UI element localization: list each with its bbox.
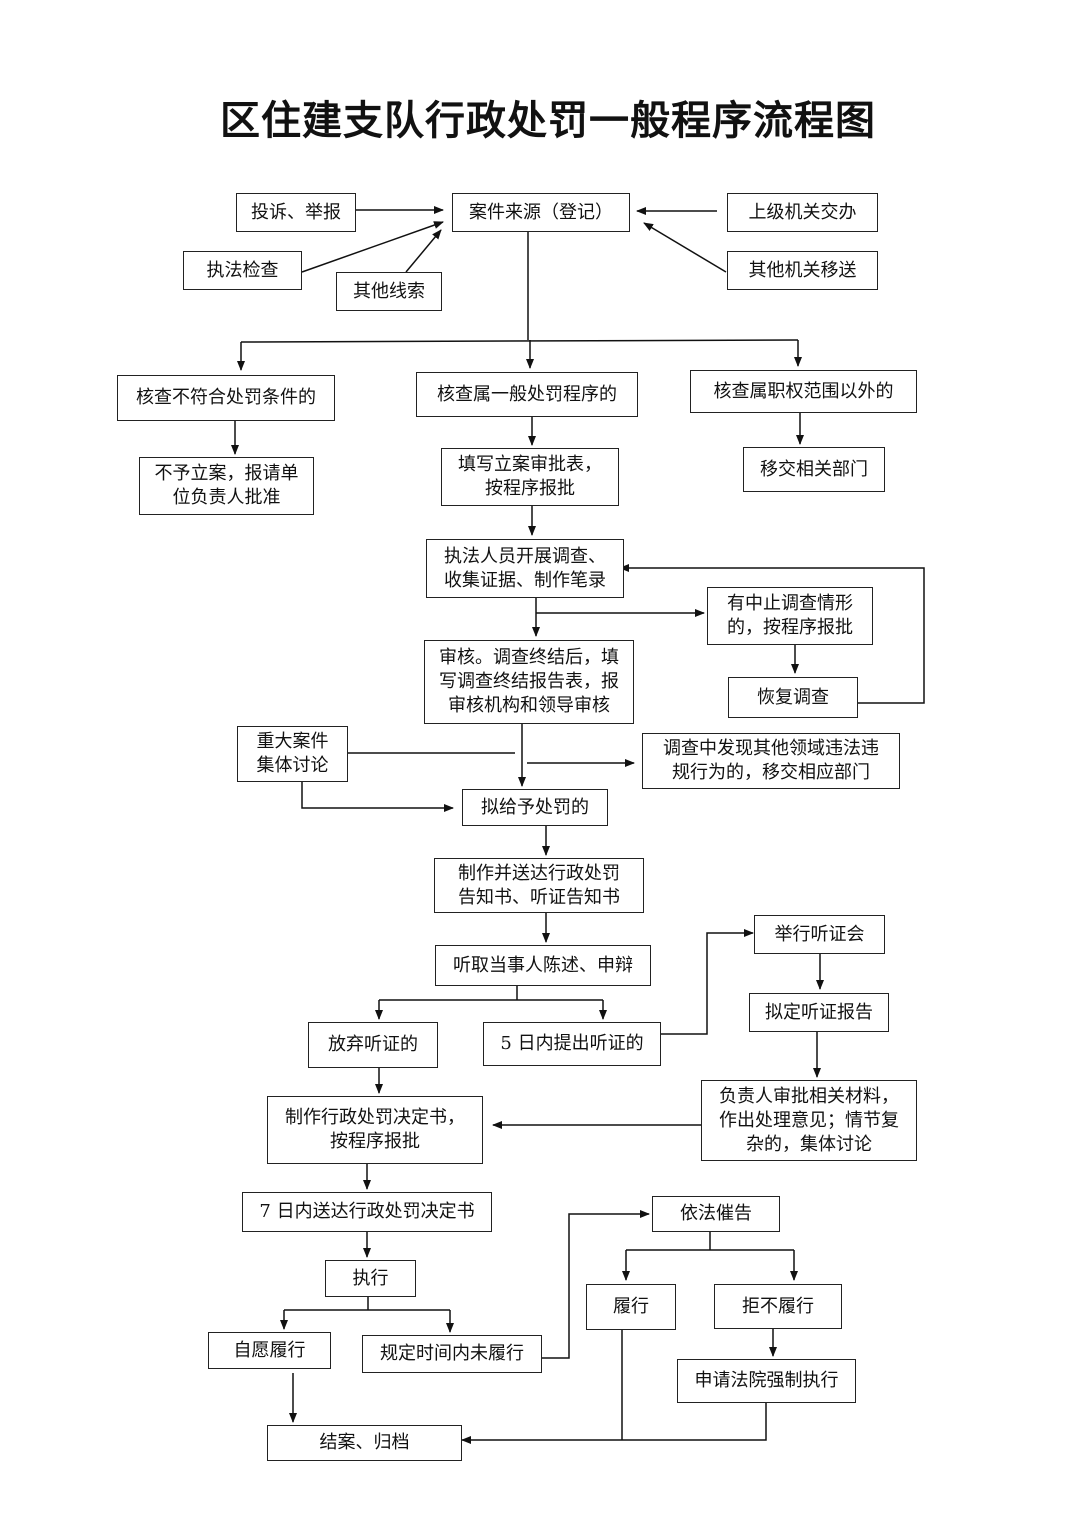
other-agency-transfer: 其他机关移送 [727, 251, 878, 290]
penalty-decision: 制作行政处罚决定书， 按程序报批 [267, 1096, 483, 1164]
transfer-to-department: 移交相关部门 [743, 447, 885, 492]
other-clues: 其他线索 [336, 272, 442, 311]
perform: 履行 [586, 1284, 676, 1330]
other-violation-transfer: 调查中发现其他领域违法违 规行为的，移交相应部门 [642, 733, 900, 789]
penalty-notice: 制作并送达行政处罚 告知书、听证告知书 [434, 858, 644, 913]
intend-to-penalize: 拟给予处罚的 [462, 789, 608, 826]
court-enforcement: 申请法院强制执行 [677, 1359, 856, 1403]
conduct-investigation: 执法人员开展调查、 收集证据、制作笔录 [426, 539, 624, 598]
hold-hearing: 举行听证会 [754, 915, 885, 954]
voluntary-performance: 自愿履行 [208, 1332, 331, 1369]
overdue-not-performed: 规定时间内未履行 [362, 1335, 542, 1373]
refuse-to-perform: 拒不履行 [714, 1284, 842, 1329]
page-title: 区住建支队行政处罚一般程序流程图 [220, 97, 876, 144]
close-and-archive: 结案、归档 [267, 1425, 462, 1461]
major-case-discussion: 重大案件 集体讨论 [237, 726, 348, 782]
no-filing-approval: 不予立案，报请单 位负责人批准 [139, 457, 314, 515]
deliver-decision-7days: 7 日内送达行政处罚决定书 [242, 1192, 492, 1232]
hear-statement-defense: 听取当事人陈述、申辩 [435, 945, 651, 986]
suspend-investigation: 有中止调查情形 的，按程序报批 [707, 587, 873, 645]
resume-investigation: 恢复调查 [728, 677, 858, 718]
fill-filing-form: 填写立案审批表， 按程序报批 [441, 448, 619, 506]
legal-urging: 依法催告 [652, 1196, 780, 1232]
complaint-report: 投诉、举报 [236, 193, 356, 232]
general-procedure-check: 核查属一般处罚程序的 [416, 372, 638, 417]
hearing-report: 拟定听证报告 [749, 993, 889, 1032]
law-enforcement-inspection: 执法检查 [183, 251, 302, 290]
not-meet-penalty-conditions: 核查不符合处罚条件的 [117, 375, 335, 421]
waive-hearing: 放弃听证的 [308, 1022, 438, 1068]
superior-assignment: 上级机关交办 [727, 193, 878, 232]
execute: 执行 [325, 1260, 416, 1297]
outside-jurisdiction: 核查属职权范围以外的 [690, 370, 917, 413]
review-audit: 审核。调查终结后，填 写调查终结报告表，报 审核机构和领导审核 [424, 640, 634, 724]
case-source-registration: 案件来源（登记） [452, 193, 630, 232]
request-hearing-5days: 5 日内提出听证的 [483, 1022, 661, 1066]
leader-review: 负责人审批相关材料， 作出处理意见；情节复 杂的，集体讨论 [701, 1080, 917, 1161]
